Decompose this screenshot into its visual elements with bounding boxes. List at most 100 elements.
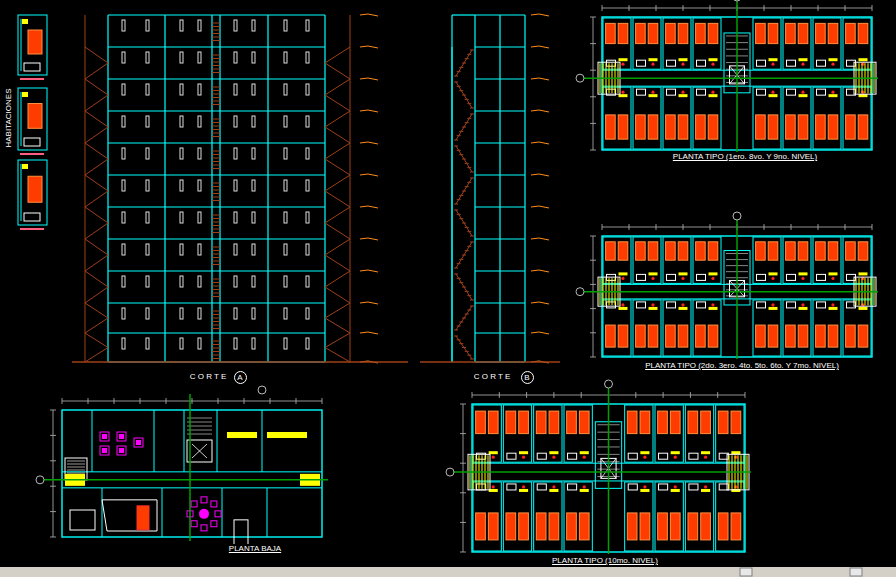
hotel-room xyxy=(503,405,531,462)
brace-line xyxy=(325,271,350,287)
level-mark xyxy=(539,332,549,334)
window-opening xyxy=(198,116,201,127)
stair-step xyxy=(467,295,471,296)
stair-step xyxy=(454,140,458,141)
stair-step xyxy=(212,286,220,287)
axis-line xyxy=(736,220,738,359)
door-mark xyxy=(492,485,495,488)
hotel-room xyxy=(843,237,871,283)
door-mark xyxy=(801,303,804,306)
stair-step xyxy=(212,296,220,297)
dimension-tick xyxy=(460,552,466,553)
column-line xyxy=(211,15,212,362)
axis-line xyxy=(736,1,738,152)
room-wall xyxy=(753,87,781,149)
bath-symbol xyxy=(697,60,706,66)
bed-symbol xyxy=(648,23,658,43)
stair-step xyxy=(212,65,220,66)
bed-symbol xyxy=(718,513,728,540)
floor-slab xyxy=(108,174,325,175)
wall-line xyxy=(267,488,268,537)
stair-step xyxy=(462,63,466,64)
closet-hatch xyxy=(549,489,558,492)
hotel-room xyxy=(503,482,531,551)
bed-symbol xyxy=(670,411,680,433)
bath-symbol xyxy=(787,89,796,95)
counter-block xyxy=(137,506,149,530)
brace-line xyxy=(325,223,350,239)
level-mark xyxy=(360,110,368,111)
bath-symbol xyxy=(607,302,616,308)
level-mark xyxy=(539,238,549,240)
bed-symbol xyxy=(666,325,676,347)
window-opening xyxy=(180,212,183,223)
window-opening xyxy=(122,148,125,159)
dimension-tick xyxy=(656,5,657,11)
bed-symbol xyxy=(606,115,616,139)
room-wall xyxy=(603,18,631,69)
level-mark xyxy=(531,174,539,175)
stair-step xyxy=(212,314,220,315)
dimension-tick xyxy=(845,5,846,11)
closet-hatch xyxy=(769,307,778,310)
hotel-room xyxy=(843,300,871,356)
bath-symbol xyxy=(24,63,40,71)
room-wall xyxy=(534,482,562,551)
axis-line xyxy=(454,471,751,473)
bed-symbol xyxy=(731,513,741,540)
elevator-cross xyxy=(192,444,207,458)
column-line xyxy=(267,15,268,362)
stair-step xyxy=(212,218,220,219)
hotel-room xyxy=(534,482,562,551)
bed-symbol xyxy=(798,325,808,347)
stair-step xyxy=(212,126,220,127)
stair-step xyxy=(470,242,474,243)
level-mark xyxy=(531,78,539,79)
hotel-room xyxy=(655,482,683,551)
stair-step xyxy=(212,94,220,95)
window-opening xyxy=(198,276,201,287)
room-outline xyxy=(18,88,47,150)
stair-step xyxy=(212,186,220,187)
window-opening xyxy=(146,180,149,191)
level-mark xyxy=(539,110,549,112)
dimension-tick xyxy=(845,224,846,230)
hotel-room xyxy=(693,87,721,149)
dimension-tick xyxy=(602,5,603,11)
door-mark xyxy=(801,277,804,280)
dimension-line xyxy=(463,404,464,552)
bath-symbol xyxy=(537,484,546,490)
dimension-tick xyxy=(764,224,765,230)
column-line xyxy=(452,239,453,271)
hotel-room xyxy=(753,18,781,69)
bath-symbol xyxy=(568,453,577,459)
bath-symbol xyxy=(817,60,826,66)
dimension-tick xyxy=(590,260,596,261)
closet-hatch xyxy=(640,489,649,492)
brace-line xyxy=(85,239,108,255)
window-opening xyxy=(198,148,201,159)
hotel-room xyxy=(603,18,631,69)
room-wall xyxy=(716,482,744,551)
window-opening xyxy=(122,276,125,287)
stair-step xyxy=(462,127,466,128)
closet-hatch xyxy=(799,307,808,310)
stair-step xyxy=(212,200,220,201)
level-mark xyxy=(368,46,378,48)
brace-line xyxy=(325,239,350,255)
stair-step xyxy=(212,69,220,70)
level-mark xyxy=(531,14,539,15)
ground-line xyxy=(420,361,560,363)
hotel-room xyxy=(783,87,811,149)
window-opening xyxy=(234,244,237,255)
chair-symbol xyxy=(211,521,217,527)
section-label: C O R T E xyxy=(472,372,513,382)
stair-step xyxy=(459,322,463,323)
window-opening xyxy=(180,84,183,95)
brace-line xyxy=(85,175,108,191)
brace-line xyxy=(85,223,108,239)
hotel-room xyxy=(655,405,683,462)
stair-flight xyxy=(456,146,472,172)
brace-line xyxy=(85,318,108,333)
room-wall xyxy=(843,18,871,69)
